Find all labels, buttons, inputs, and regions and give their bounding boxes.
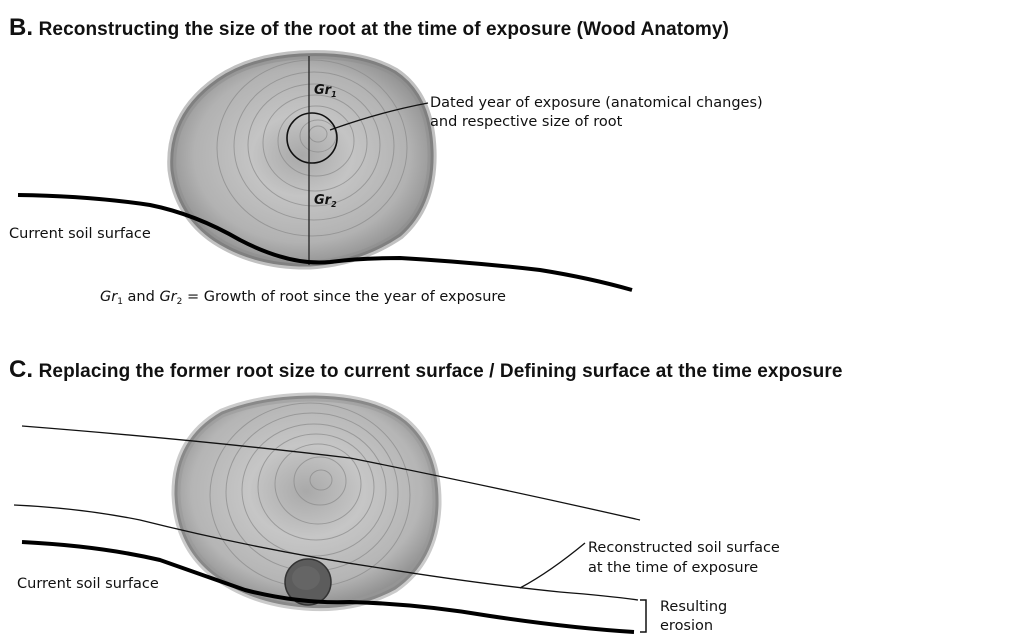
erosion-bracket xyxy=(640,600,646,632)
growth-equation: Gr1 and Gr2 = Growth of root since the y… xyxy=(100,289,506,307)
leader-line-reconstructed xyxy=(520,543,585,588)
current-soil-label-c: Current soil surface xyxy=(17,576,159,592)
root-cross-section-b xyxy=(172,55,432,265)
current-soil-label-b: Current soil surface xyxy=(9,226,151,242)
dated-year-label-line2: and respective size of root xyxy=(430,114,623,130)
root-cross-section-c xyxy=(176,397,437,607)
reconstructed-label-line1: Reconstructed soil surface xyxy=(588,540,780,556)
erosion-label-line1: Resulting xyxy=(660,599,727,615)
erosion-label-line2: erosion xyxy=(660,618,713,634)
dated-year-label-line1: Dated year of exposure (anatomical chang… xyxy=(430,95,763,111)
reconstructed-label-line2: at the time of exposure xyxy=(588,560,758,576)
